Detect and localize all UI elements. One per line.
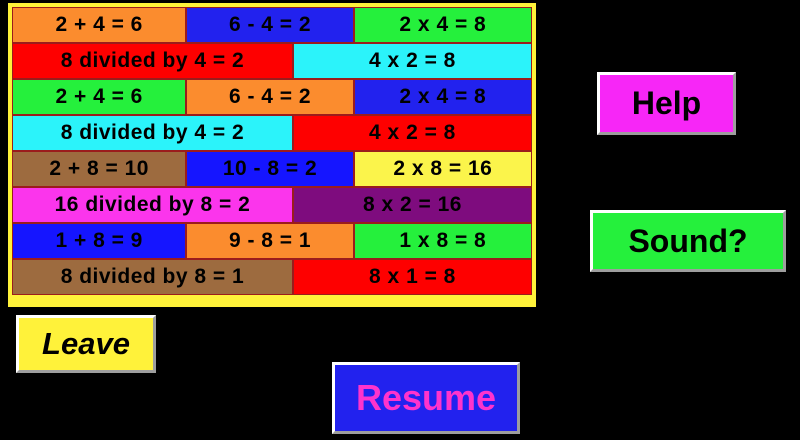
fact-cell[interactable]: 2 x 4 = 8 [353,7,532,43]
leave-button-label: Leave [42,326,130,361]
fact-cell[interactable]: 2 x 8 = 16 [353,151,532,187]
fact-cell[interactable]: 2 x 4 = 8 [353,79,532,115]
leave-button[interactable]: Leave [16,315,156,373]
fact-cell[interactable]: 4 x 2 = 8 [292,115,532,151]
fact-cell[interactable]: 8 divided by 4 = 2 [12,115,293,151]
fact-cell[interactable]: 16 divided by 8 = 2 [12,187,293,223]
sound-button[interactable]: Sound? [590,210,786,272]
fact-cell[interactable]: 8 x 2 = 16 [292,187,532,223]
resume-button[interactable]: Resume [332,362,520,434]
fact-cell[interactable]: 1 x 8 = 8 [353,223,532,259]
fact-cell[interactable]: 2 + 4 = 6 [12,79,187,115]
fact-cell[interactable]: 6 - 4 = 2 [186,7,354,43]
fact-cell[interactable]: 8 divided by 4 = 2 [12,43,293,79]
fact-cell[interactable]: 8 x 1 = 8 [292,259,532,295]
fact-cell[interactable]: 2 + 4 = 6 [12,7,187,43]
help-button[interactable]: Help [597,72,736,135]
resume-button-label: Resume [355,377,497,418]
fact-cell[interactable]: 8 divided by 8 = 1 [12,259,293,295]
fact-cell[interactable]: 6 - 4 = 2 [186,79,354,115]
fact-cell[interactable]: 2 + 8 = 10 [12,151,187,187]
fact-cell[interactable]: 10 - 8 = 2 [186,151,354,187]
fact-cell[interactable]: 1 + 8 = 9 [12,223,187,259]
fact-cell[interactable]: 4 x 2 = 8 [292,43,532,79]
help-button-label: Help [631,85,702,121]
fact-cell[interactable]: 9 - 8 = 1 [186,223,354,259]
sound-button-label: Sound? [628,222,748,259]
